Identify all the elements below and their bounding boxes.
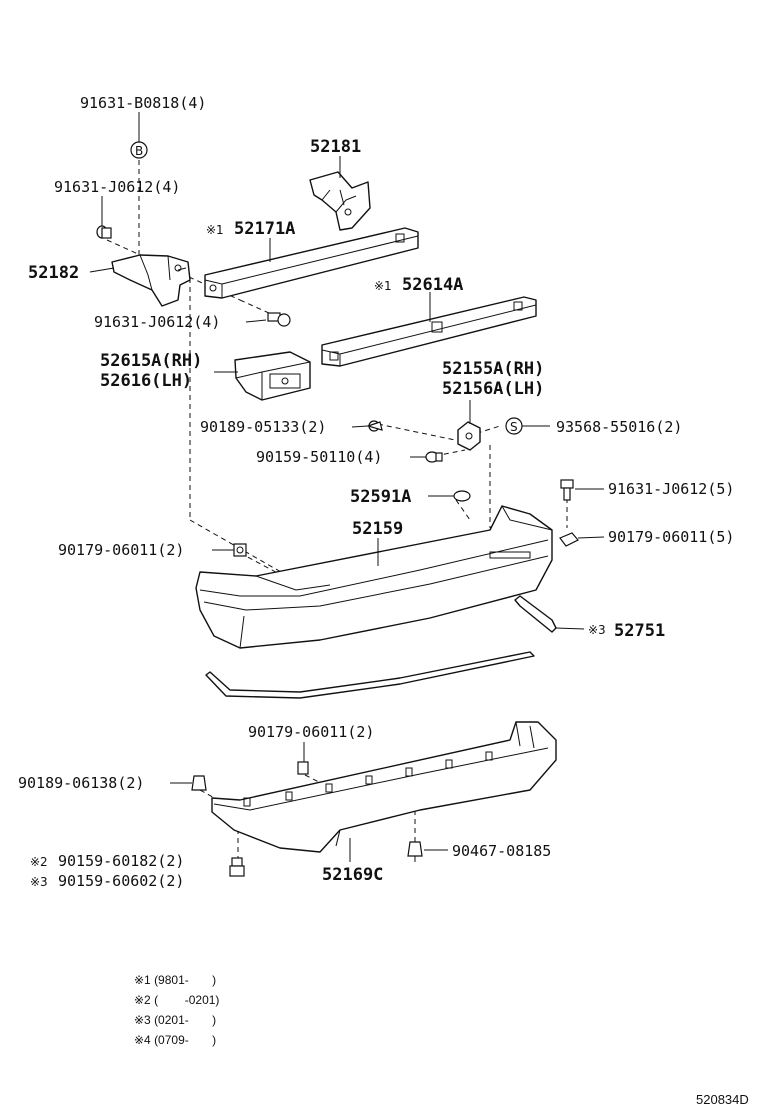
part-52171a-reinforcement xyxy=(204,227,419,299)
part-52155a-bracket xyxy=(457,421,481,451)
label-52181: 52181 xyxy=(310,137,361,157)
part-52591a-plug xyxy=(453,490,471,502)
screw-90159-50110 xyxy=(425,451,443,463)
screw-90159-60182 xyxy=(229,857,245,877)
label-52156a: 52156A(LH) xyxy=(442,379,544,399)
bolt-91631-j0612-a xyxy=(96,225,112,239)
part-52181-bracket xyxy=(309,171,371,231)
label-52159: 52159 xyxy=(352,519,403,539)
note-1: ※1 (9801- ) xyxy=(134,973,216,987)
label-90189-05133: 90189-05133(2) xyxy=(200,418,326,436)
label-52155a: 52155A(RH) xyxy=(442,359,544,379)
label-90159-60602-mark: ※3 xyxy=(30,875,48,889)
label-90467-08185: 90467-08185 xyxy=(452,842,551,860)
s-callout-mark: S xyxy=(510,420,518,434)
label-52751-mark: ※3 xyxy=(588,623,606,637)
label-90159-60602: 90159-60602(2) xyxy=(58,872,184,890)
part-52182-bracket xyxy=(111,254,191,307)
part-52614a-absorber xyxy=(321,296,537,367)
bolt-91631-j0612-c xyxy=(560,479,574,501)
label-52751: 52751 xyxy=(614,621,665,641)
clip-90189-06138 xyxy=(191,775,207,791)
leader-lines xyxy=(89,112,605,862)
label-90159-60182-mark: ※2 xyxy=(30,855,48,869)
label-52614a: 52614A xyxy=(402,275,463,295)
label-93568-55016: 93568-55016(2) xyxy=(556,418,682,436)
label-52171a: 52171A xyxy=(234,219,295,239)
part-labels: 91631-B0818(4) 91631-J0612(4) 52181 ※1 5… xyxy=(18,94,734,890)
note-3: ※3 (0201- ) xyxy=(134,1013,216,1027)
label-90159-60182: 90159-60182(2) xyxy=(58,852,184,870)
label-90179-06011-a: 90179-06011(2) xyxy=(58,541,184,559)
part-52169c-lower-spoiler xyxy=(211,721,557,853)
label-91631-j0612-b: 91631-J0612(4) xyxy=(94,313,220,331)
label-52616: 52616(LH) xyxy=(100,371,192,391)
label-90179-06011-c: 90179-06011(2) xyxy=(248,723,374,741)
label-52614a-mark: ※1 xyxy=(374,279,392,293)
label-52615a: 52615A(RH) xyxy=(100,351,202,371)
part-52615a-retainer xyxy=(234,351,311,401)
label-90159-50110: 90159-50110(4) xyxy=(256,448,382,466)
bolt-91631-j0612-b xyxy=(267,312,291,327)
diagram-code: 520834D xyxy=(696,1092,749,1107)
nut-90179-06011-a xyxy=(233,543,247,557)
part-52159-bumper-cover xyxy=(195,505,553,649)
applicability-notes: ※1 (9801- ) ※2 ( -0201) ※3 (0201- ) ※4 (… xyxy=(134,973,219,1047)
label-52171a-mark: ※1 xyxy=(206,223,224,237)
label-90179-06011-b: 90179-06011(5) xyxy=(608,528,734,546)
label-52591a: 52591A xyxy=(350,487,411,507)
label-52182: 52182 xyxy=(28,263,79,283)
label-91631-b0818: 91631-B0818(4) xyxy=(80,94,206,112)
label-90189-06138: 90189-06138(2) xyxy=(18,774,144,792)
note-4: ※4 (0709- ) xyxy=(134,1033,216,1047)
label-91631-j0612-c: 91631-J0612(5) xyxy=(608,480,734,498)
clip-90467-08185 xyxy=(407,841,423,862)
label-91631-j0612-a: 91631-J0612(4) xyxy=(54,178,180,196)
nut-90179-06011-c xyxy=(297,761,309,775)
nut-90179-06011-b xyxy=(559,532,579,547)
screw-90189-05133 xyxy=(365,420,383,432)
clip-tabs xyxy=(243,751,493,807)
label-52169c: 52169C xyxy=(322,865,383,885)
note-2: ※2 ( -0201) xyxy=(134,993,219,1007)
b-callout-mark: B xyxy=(135,144,143,158)
